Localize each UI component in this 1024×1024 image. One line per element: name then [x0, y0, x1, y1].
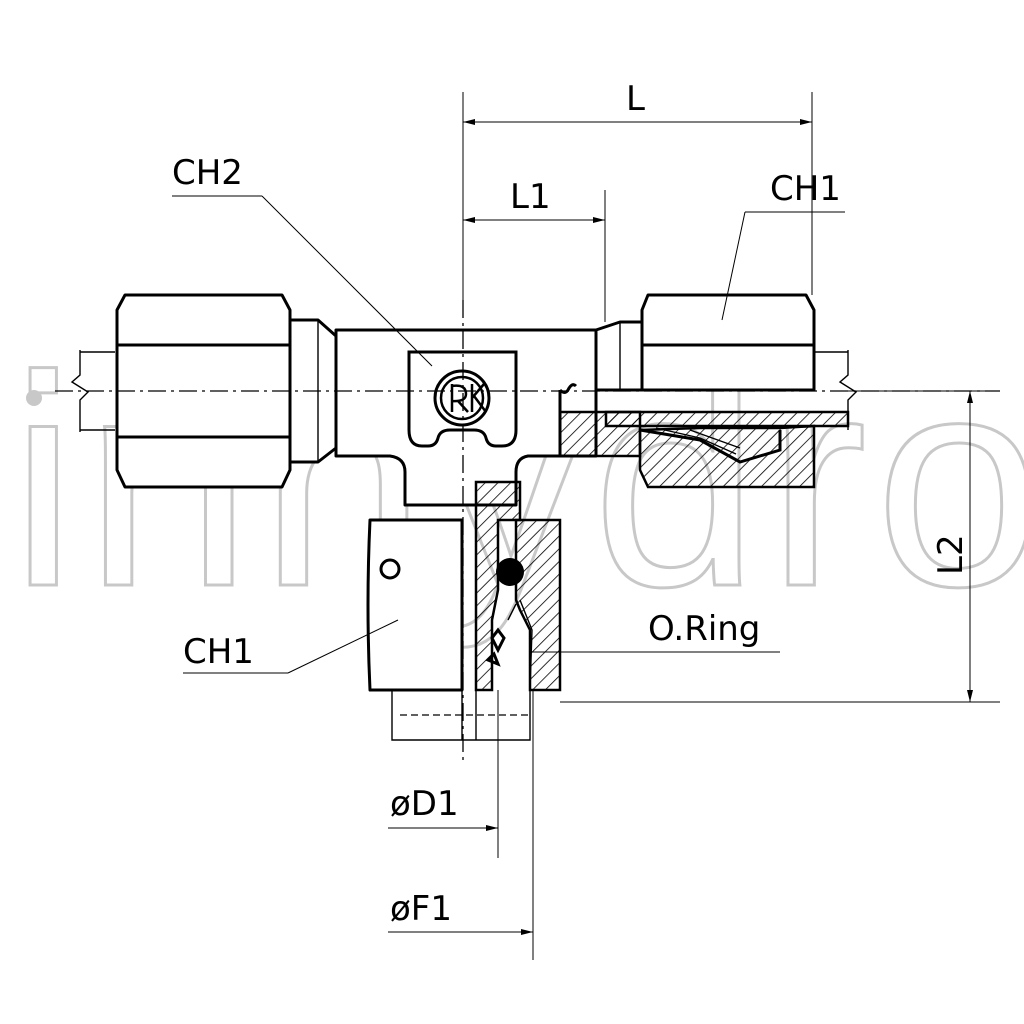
- right-nut: [640, 293, 816, 392]
- dimension-l: [462, 92, 813, 300]
- dimension-l1-label: L1: [510, 177, 551, 217]
- dimension-l-label: L: [626, 79, 645, 119]
- dimension-l1: [463, 190, 606, 322]
- callout-ch2: [172, 195, 433, 367]
- callout-ch1-bottom: [183, 619, 399, 674]
- right-section: [558, 383, 850, 489]
- callout-ch1-bottom-label: CH1: [183, 632, 254, 672]
- bottom-nut: [366, 518, 464, 692]
- callout-ch1-top-label: CH1: [770, 169, 841, 209]
- dimension-d1-label: øD1: [390, 784, 459, 824]
- dimension-d1: [388, 690, 499, 858]
- dimension-l2: [560, 390, 1000, 703]
- bottom-section: [474, 480, 562, 692]
- callout-ch1-top: [721, 211, 845, 321]
- left-pipe: [70, 350, 115, 432]
- brand-seal-icon: [433, 369, 491, 427]
- bottom-pipe: [391, 690, 531, 741]
- callout-o-ring-label: O.Ring: [648, 609, 760, 649]
- dimension-f1: [388, 690, 534, 960]
- right-collar: [594, 320, 644, 392]
- ch2-flat: [407, 350, 518, 448]
- right-pipe: [814, 350, 858, 430]
- watermark-dot: [26, 390, 42, 406]
- dimension-l2-label: L2: [931, 534, 971, 575]
- callout-ch2-label: CH2: [172, 153, 243, 193]
- dimension-f1-label: øF1: [390, 889, 452, 929]
